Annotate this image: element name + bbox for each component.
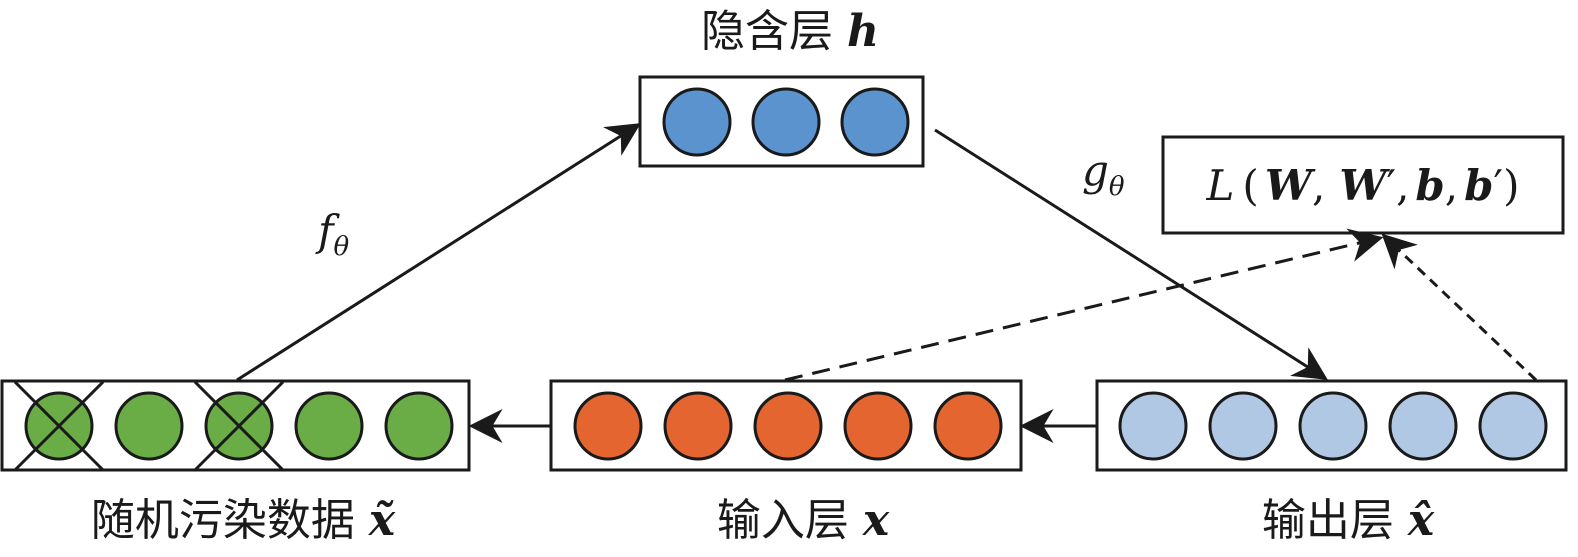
loss-open-paren: ( <box>1242 161 1258 210</box>
corrupted-layer-label: 随机污染数据 <box>91 495 355 546</box>
loss-prime-2: ′ <box>1494 161 1504 210</box>
loss-comma-2: , <box>1396 161 1409 210</box>
loss-function: L(W,W′,b,b′) <box>1161 135 1565 235</box>
decoder-label: gθ <box>1082 146 1125 202</box>
corrupted-layer-symbol: x̃ <box>368 495 396 546</box>
corrupted-neuron <box>114 391 184 461</box>
input-neuron <box>573 391 643 461</box>
hidden-neuron <box>840 87 910 157</box>
output-layer: 输出层 x̂ <box>1095 379 1568 546</box>
output-layer-symbol: x̂ <box>1407 495 1435 546</box>
loss-close-paren: ) <box>1503 161 1519 210</box>
loss-comma-1: , <box>1312 161 1325 210</box>
output-layer-title: 输出层 x̂ <box>1262 495 1435 546</box>
hidden-layer: 隐含层 h <box>638 6 925 168</box>
output-neuron <box>1118 391 1188 461</box>
output-neuron <box>1298 391 1368 461</box>
output-neuron <box>1208 391 1278 461</box>
encoder-arrow <box>236 123 641 382</box>
decoder-label-theta: θ <box>1109 172 1125 202</box>
input-neuron <box>843 391 913 461</box>
hidden-layer-label: 隐含层 <box>701 6 833 57</box>
decoder-label-g: g <box>1082 146 1109 195</box>
hidden-neuron <box>751 87 821 157</box>
loss-expression: L(W,W′,b,b′) <box>1206 161 1520 210</box>
input-neurons <box>573 391 1003 461</box>
input-neuron <box>663 391 733 461</box>
loss-b: b <box>1415 161 1444 210</box>
corruption-cross-mark <box>13 380 105 472</box>
corrupted-layer-title: 随机污染数据 x̃ <box>91 495 396 546</box>
input-layer-title: 输入层 x <box>717 495 890 546</box>
hidden-layer-title: 隐含层 h <box>701 6 879 57</box>
output-layer-label: 输出层 <box>1262 495 1394 546</box>
input-neuron <box>933 391 1003 461</box>
loss-b-prime: b <box>1464 161 1493 210</box>
encoder-label-theta: θ <box>334 232 350 262</box>
corrupted-neuron <box>384 391 454 461</box>
input-layer-label: 输入层 <box>717 495 849 546</box>
corrupted-neuron <box>294 391 364 461</box>
input-layer: 输入层 x <box>549 379 1023 546</box>
decoder-arrow <box>934 128 1328 380</box>
output-neurons <box>1118 391 1548 461</box>
loss-prime-1: ′ <box>1387 161 1397 210</box>
input-layer-symbol: x <box>862 495 890 546</box>
loss-comma-3: , <box>1445 161 1458 210</box>
hidden-neuron <box>662 87 732 157</box>
output-to-loss-dashed-arrow <box>1381 233 1538 382</box>
input-neuron <box>753 391 823 461</box>
corrupted-layer: 随机污染数据 x̃ <box>0 379 471 546</box>
input-to-loss-dashed-arrow <box>784 228 1384 382</box>
hidden-layer-symbol: h <box>847 6 879 57</box>
corrupted-neurons <box>13 380 454 472</box>
loss-W: W <box>1265 161 1316 210</box>
corruption-cross-mark <box>193 380 285 472</box>
loss-L: L <box>1206 161 1235 210</box>
loss-W-prime: W <box>1339 161 1390 210</box>
output-neuron <box>1478 391 1548 461</box>
loss-box <box>1161 135 1565 235</box>
hidden-neurons <box>662 87 910 157</box>
output-neuron <box>1388 391 1458 461</box>
encoder-label: fθ <box>315 206 350 262</box>
